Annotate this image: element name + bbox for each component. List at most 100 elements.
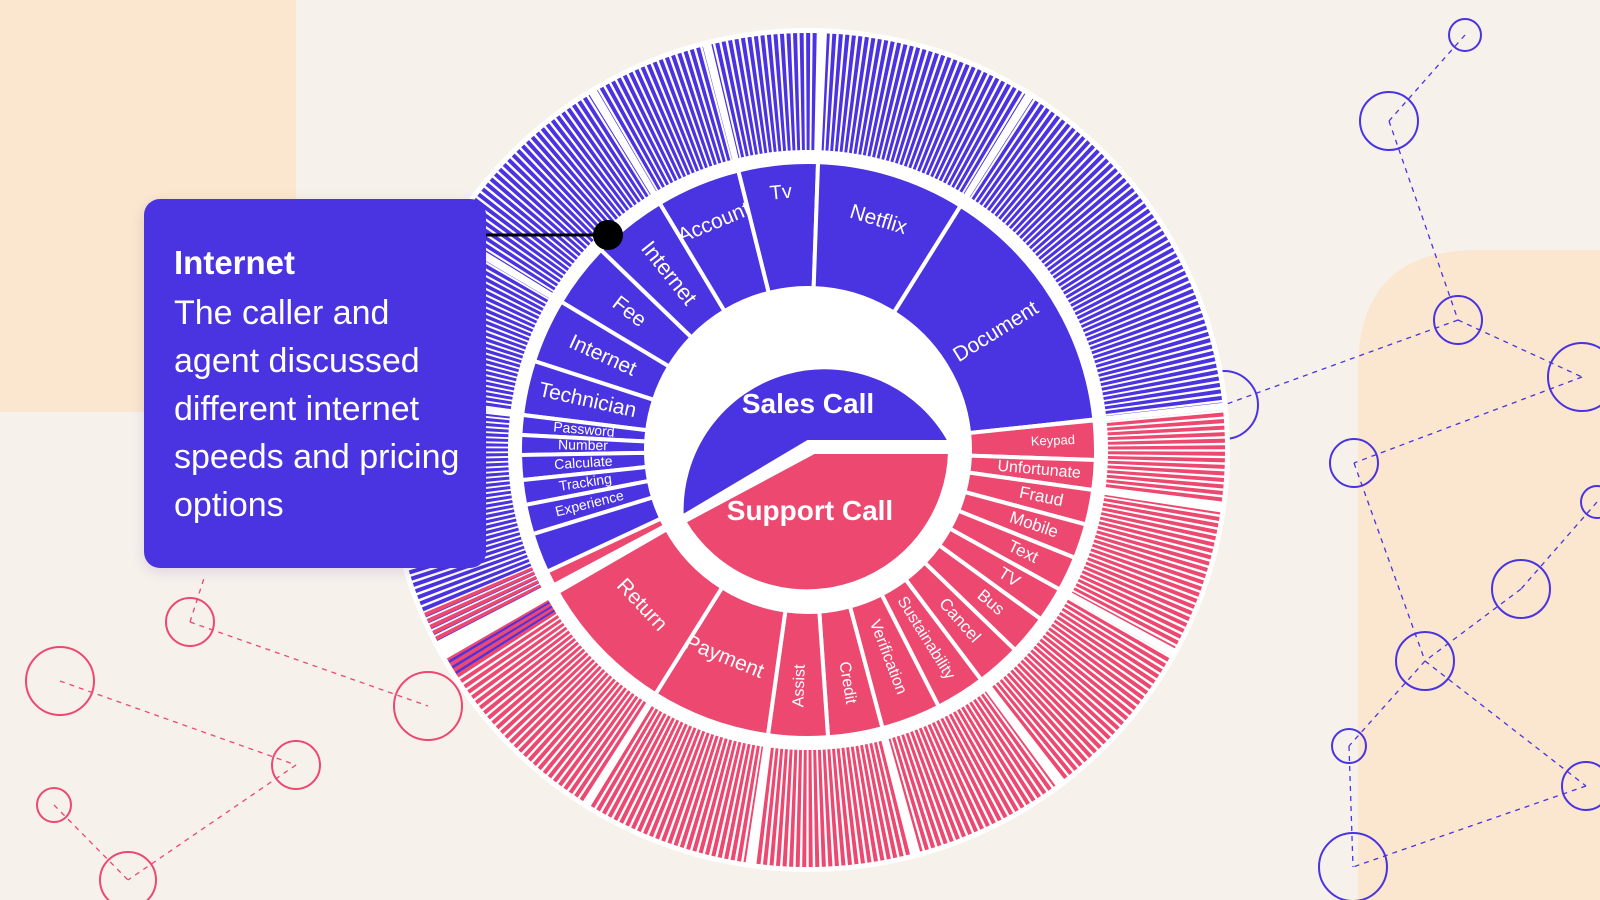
outer-strip-support xyxy=(973,698,1041,799)
outer-strip-support xyxy=(1064,603,1167,668)
outer-strip-sales xyxy=(825,33,837,151)
outer-strip-support xyxy=(1003,675,1083,767)
segment-verification[interactable] xyxy=(847,591,942,731)
outer-strip-support xyxy=(686,736,724,850)
network-node xyxy=(1359,91,1419,151)
outer-strip-sales xyxy=(1095,331,1210,368)
outer-strip-sales xyxy=(1063,230,1165,295)
outer-strip-support xyxy=(711,741,742,857)
outer-strip-support xyxy=(426,571,535,623)
outer-strip-sales xyxy=(1038,182,1131,260)
outer-strip-sales xyxy=(628,71,682,180)
outer-strip-sales xyxy=(728,39,754,156)
outer-strip-support xyxy=(596,708,659,812)
network-node xyxy=(99,851,157,900)
center-support-call[interactable] xyxy=(681,450,953,594)
outer-strip-sales xyxy=(1084,288,1195,337)
outer-strip-support xyxy=(1087,557,1198,603)
outer-strip-support xyxy=(518,665,602,753)
outer-strip-support xyxy=(509,659,595,744)
outer-strip-support xyxy=(1075,583,1182,639)
outer-strip-sales xyxy=(1097,338,1211,373)
segment-cancel[interactable] xyxy=(902,559,1018,683)
outer-strip-support xyxy=(808,749,813,867)
outer-strip-sales xyxy=(983,111,1055,209)
outer-strip-support xyxy=(483,637,577,715)
outer-strip-support xyxy=(992,684,1068,780)
label-credit: Credit xyxy=(835,660,859,705)
outer-strip-sales xyxy=(721,41,749,157)
outer-strip-support xyxy=(513,662,599,749)
outer-strip-support xyxy=(504,655,592,739)
outer-gap xyxy=(745,744,770,866)
outer-strip-support xyxy=(1006,672,1088,763)
outer-strip-support xyxy=(813,749,820,867)
outer-strip-sales xyxy=(779,33,791,151)
outer-strip-support xyxy=(1093,539,1207,579)
segment-sustainability[interactable] xyxy=(878,576,985,710)
outer-gap xyxy=(1102,488,1224,513)
outer-strip-sales xyxy=(1104,382,1221,405)
outer-strip-support xyxy=(1107,465,1225,476)
outer-strip-sales xyxy=(582,96,649,198)
outer-strip-sales xyxy=(959,90,1023,193)
segment-credit[interactable] xyxy=(817,604,885,740)
outer-strip-support xyxy=(1106,479,1223,496)
outer-strip-support xyxy=(1023,656,1111,740)
outer-strip-support xyxy=(1039,638,1133,716)
outer-strip-sales xyxy=(740,37,763,154)
outer-strip-sales xyxy=(862,40,889,156)
network-node xyxy=(36,787,72,823)
outer-strip-support xyxy=(552,687,627,783)
outer-strip-support xyxy=(563,693,635,791)
network-node xyxy=(271,740,321,790)
outer-strip-support xyxy=(1106,412,1224,426)
outer-strip-sales xyxy=(1008,140,1091,230)
outer-strip-support xyxy=(1103,498,1220,521)
outer-strip-sales xyxy=(881,45,914,160)
outer-strip-sales xyxy=(947,80,1006,186)
outer-strip-sales xyxy=(658,59,704,170)
outer-strip-sales xyxy=(890,49,927,163)
outer-strip-support xyxy=(1020,659,1107,745)
outer-strip-sales xyxy=(917,61,964,172)
outer-strip-support xyxy=(1027,652,1116,735)
outer-strip-support xyxy=(542,681,620,775)
outer-strip-support xyxy=(923,725,972,835)
outer-strip-sales xyxy=(677,52,717,166)
segment-support-other[interactable] xyxy=(544,515,668,588)
outer-strip-sales xyxy=(925,66,976,176)
outer-strip-sales xyxy=(834,34,850,152)
outer-strip-sales xyxy=(938,74,994,182)
outer-strip-support xyxy=(901,734,942,847)
segment-account[interactable] xyxy=(656,168,772,314)
outer-strip-support xyxy=(449,603,552,667)
outer-strip-support xyxy=(832,748,846,866)
outer-strip-support xyxy=(827,749,839,867)
outer-strip-support xyxy=(698,739,733,854)
outer-strip-sales xyxy=(516,149,601,236)
center-sales-call[interactable] xyxy=(679,365,954,521)
outer-strip-sales xyxy=(634,69,686,178)
outer-strip-sales xyxy=(955,86,1017,191)
outer-strip-sales xyxy=(1044,192,1139,268)
outer-strip-sales xyxy=(617,77,674,184)
outer-strip-sales xyxy=(646,63,695,174)
chart-backdrop xyxy=(386,28,1230,872)
outer-strip-sales xyxy=(1015,149,1100,236)
outer-strip-support xyxy=(661,730,706,842)
outer-strip-support xyxy=(1033,645,1124,726)
label-keypad: Keypad xyxy=(1031,432,1076,449)
segment-document[interactable] xyxy=(891,203,1097,436)
outer-strip-sales xyxy=(447,601,551,664)
outer-strip-sales xyxy=(521,144,604,233)
outer-strip-support xyxy=(1056,615,1156,684)
segment-netflix[interactable] xyxy=(811,160,964,316)
outer-strip-sales xyxy=(930,69,982,178)
outer-strip-support xyxy=(1079,574,1188,627)
segment-tv[interactable] xyxy=(735,160,821,296)
segment-payment[interactable] xyxy=(652,584,788,738)
outer-strip-sales xyxy=(1055,214,1155,283)
outer-strip-support xyxy=(478,634,574,710)
outer-strip-sales xyxy=(664,56,708,169)
